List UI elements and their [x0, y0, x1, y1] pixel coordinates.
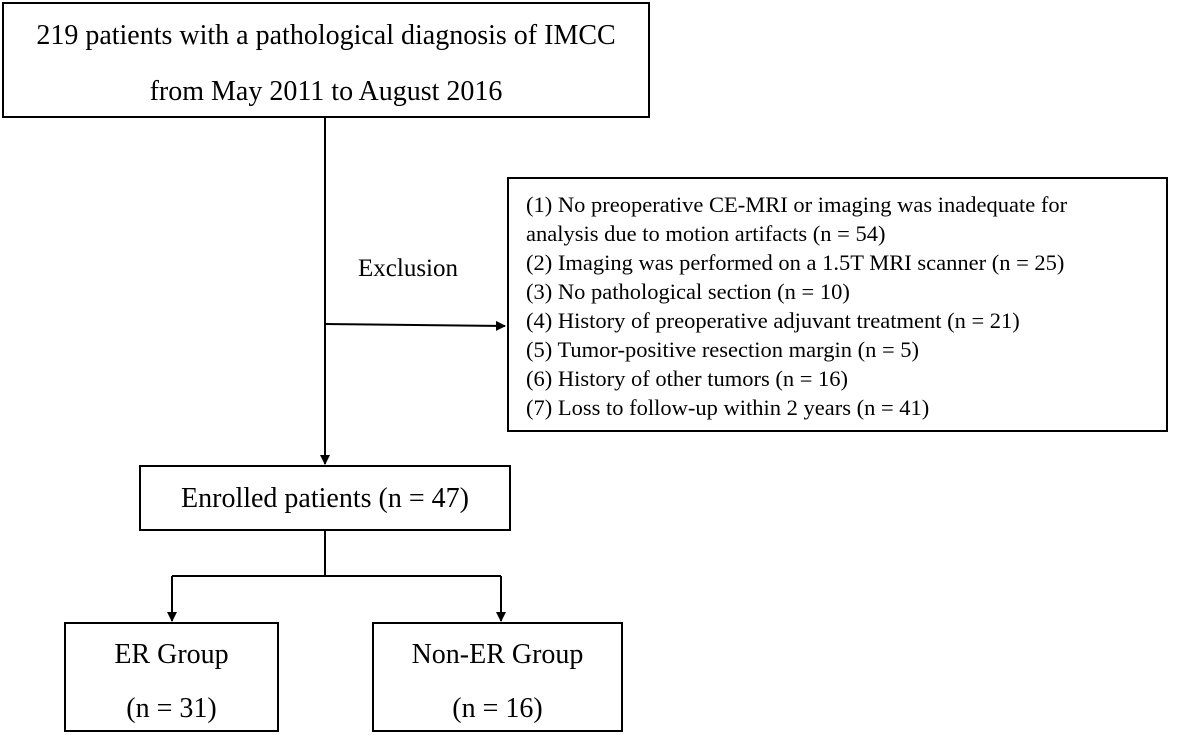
non-er-group-count: (n = 16)	[452, 693, 543, 724]
exclusion-item-6: (6) History of other tumors (n = 16)	[526, 366, 849, 391]
exclusion-item-3: (3) No pathological section (n = 10)	[526, 279, 850, 304]
non-er-group-box: Non-ER Group (n = 16)	[372, 622, 623, 732]
initial-cohort-box: 219 patients with a pathological diagnos…	[2, 2, 650, 118]
initial-cohort-line2: from May 2011 to August 2016	[149, 76, 503, 107]
exclusion-label: Exclusion	[358, 255, 458, 282]
exclusion-item-4: (4) History of preoperative adjuvant tre…	[526, 308, 1020, 333]
enrolled-patients-box: Enrolled patients (n = 47)	[139, 465, 511, 531]
exclusion-item-1a: (1) No preoperative CE-MRI or imaging wa…	[526, 192, 1068, 217]
enrolled-patients-label: Enrolled patients (n = 47)	[181, 483, 469, 514]
exclusion-item-2: (2) Imaging was performed on a 1.5T MRI …	[526, 250, 1065, 275]
non-er-group-title: Non-ER Group	[411, 639, 584, 670]
exclusion-item-1b: analysis due to motion artifacts (n = 54…	[526, 221, 886, 246]
er-group-box: ER Group (n = 31)	[64, 622, 279, 732]
er-group-title: ER Group	[114, 639, 229, 670]
initial-cohort-line1: 219 patients with a pathological diagnos…	[36, 20, 616, 51]
exclusion-criteria-box: (1) No preoperative CE-MRI or imaging wa…	[507, 177, 1168, 432]
er-group-count: (n = 31)	[126, 693, 217, 724]
exclusion-item-7: (7) Loss to follow-up within 2 years (n …	[526, 395, 930, 420]
exclusion-item-5: (5) Tumor-positive resection margin (n =…	[526, 337, 920, 362]
exclusion-arrow	[324, 320, 506, 331]
